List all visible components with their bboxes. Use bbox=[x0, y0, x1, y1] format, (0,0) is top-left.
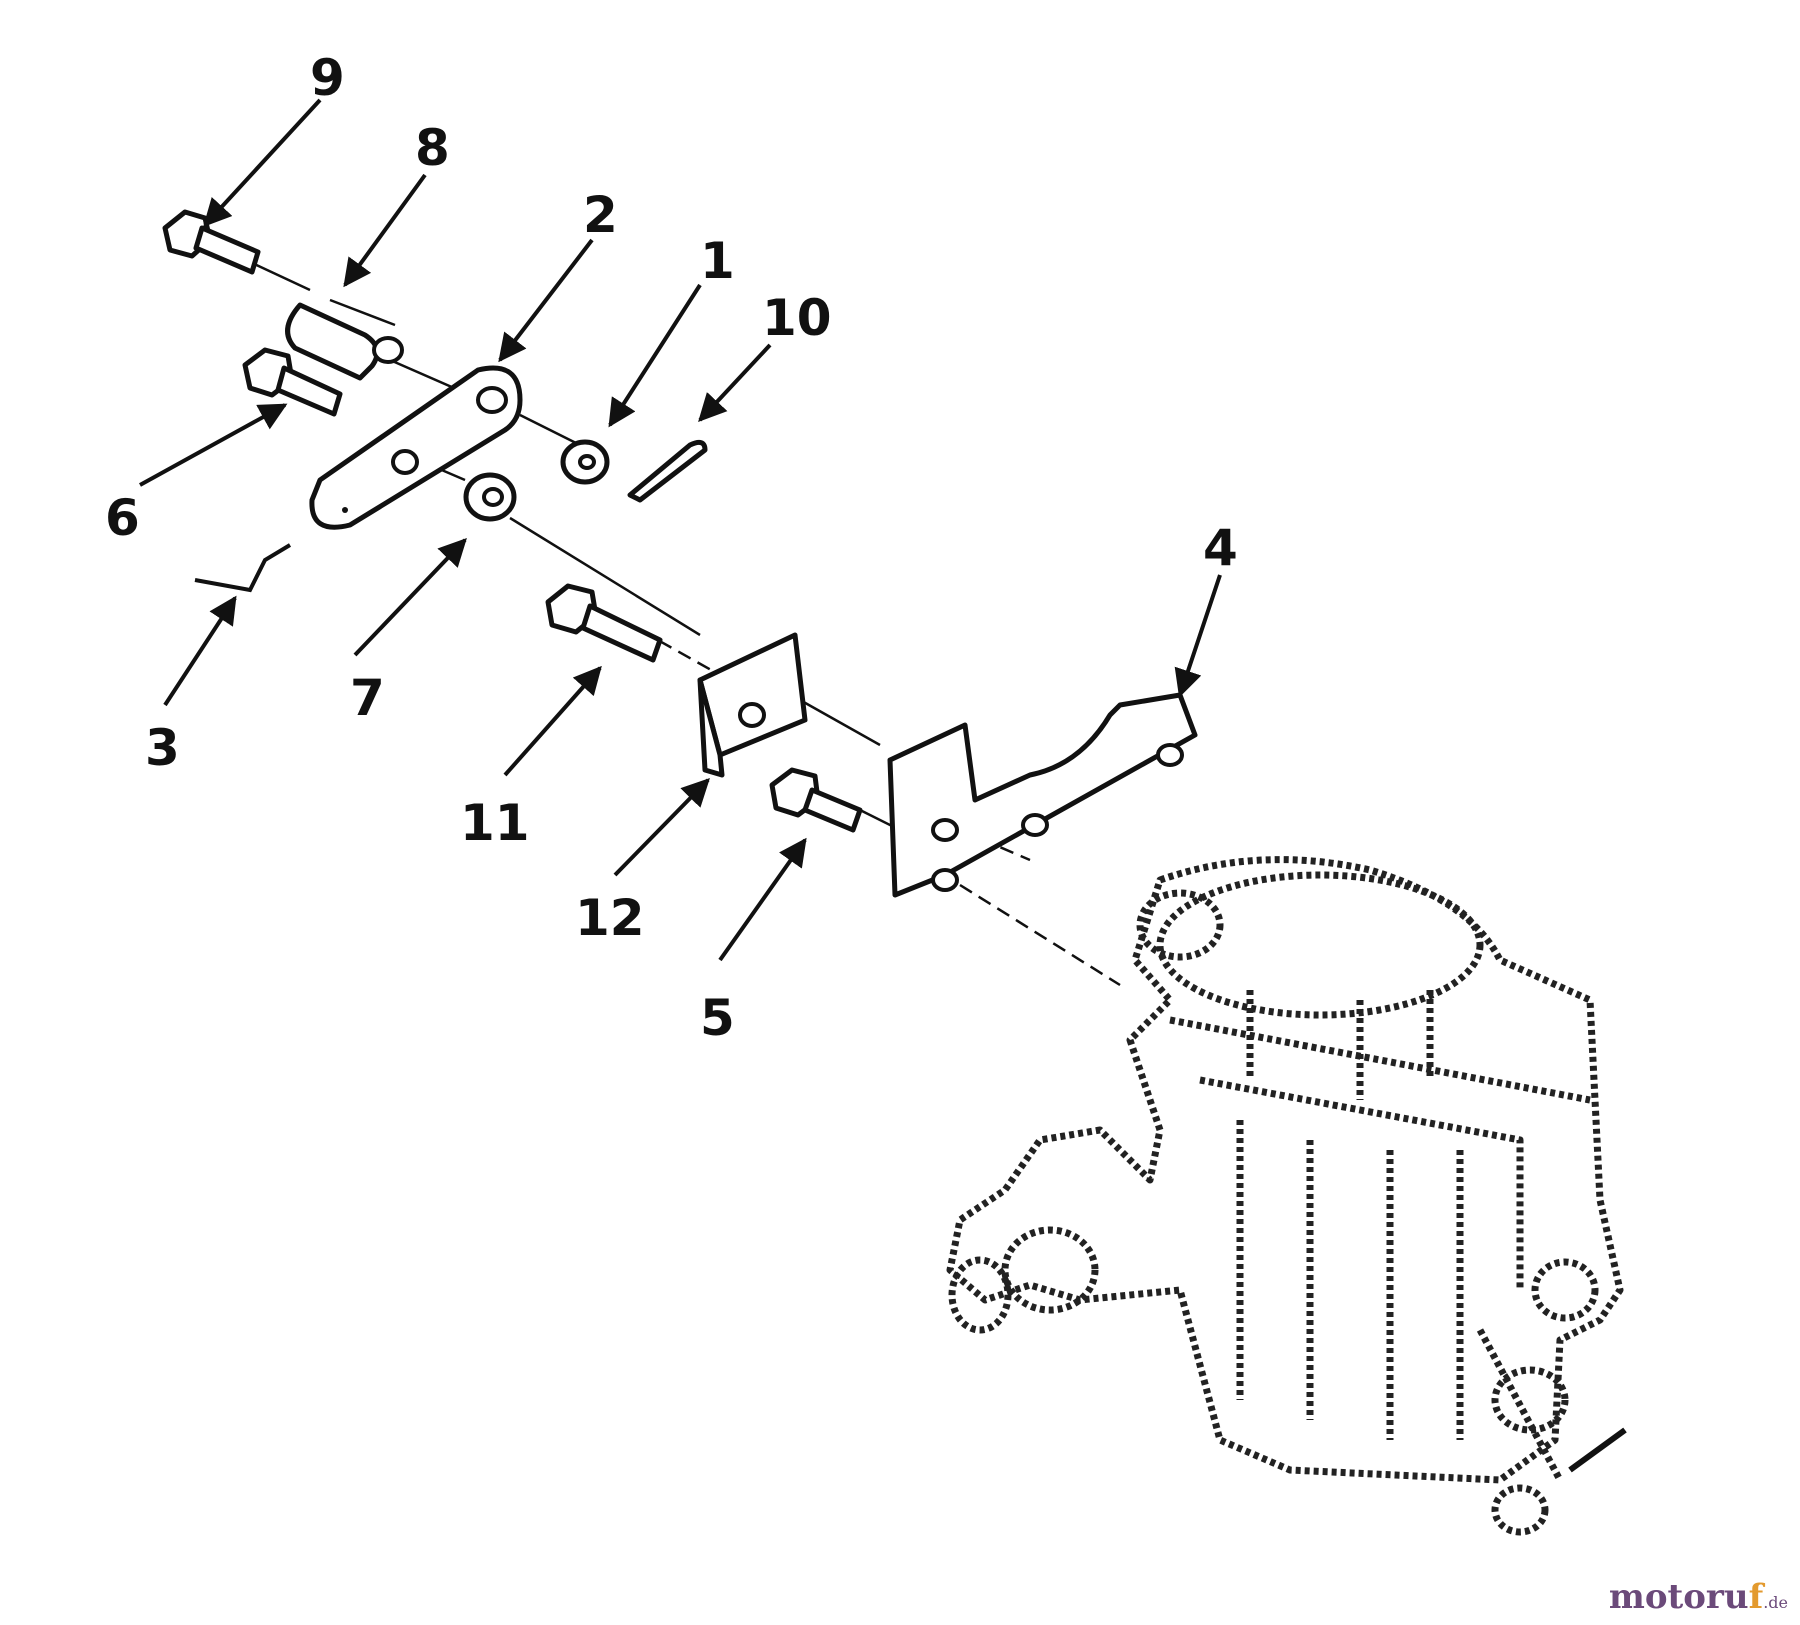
callout-6: 6 bbox=[105, 489, 140, 547]
part-2-link-plate bbox=[309, 365, 523, 530]
callout-4: 4 bbox=[1203, 519, 1238, 577]
watermark-tld: .de bbox=[1763, 1593, 1788, 1612]
callout-11: 11 bbox=[460, 794, 530, 852]
part-1-washer bbox=[560, 439, 610, 485]
part-3-wire-clip bbox=[194, 543, 292, 593]
callout-8: 8 bbox=[415, 119, 450, 177]
callout-7: 7 bbox=[350, 669, 385, 727]
watermark-logo: motoruf.de bbox=[1609, 1577, 1788, 1617]
watermark-text: motoru bbox=[1608, 1577, 1749, 1617]
part-9-bolt bbox=[162, 209, 261, 275]
callout-arrows bbox=[139, 98, 1222, 962]
carburetor-outline bbox=[946, 856, 1627, 1536]
part-7-washer bbox=[463, 472, 517, 522]
part-12-angle-bracket bbox=[697, 632, 808, 778]
watermark-accent: f bbox=[1748, 1577, 1764, 1617]
part-11-bolt bbox=[545, 583, 663, 663]
assembly-axis-lines bbox=[249, 260, 1121, 987]
part-8-spacer bbox=[285, 302, 404, 381]
callout-12: 12 bbox=[575, 889, 645, 947]
part-10-cotter-pin bbox=[627, 439, 708, 503]
callout-5: 5 bbox=[700, 989, 735, 1047]
callout-10: 10 bbox=[762, 289, 832, 347]
callout-3: 3 bbox=[145, 719, 180, 777]
part-5-bolt bbox=[769, 767, 863, 833]
part-6-bolt bbox=[242, 347, 343, 417]
callout-labels: 9 8 2 1 10 6 7 3 11 12 5 4 bbox=[105, 49, 1238, 1047]
callout-2: 2 bbox=[583, 186, 618, 244]
callout-9: 9 bbox=[310, 49, 345, 107]
callout-1: 1 bbox=[700, 232, 735, 290]
part-4-throttle-bracket bbox=[887, 692, 1198, 898]
